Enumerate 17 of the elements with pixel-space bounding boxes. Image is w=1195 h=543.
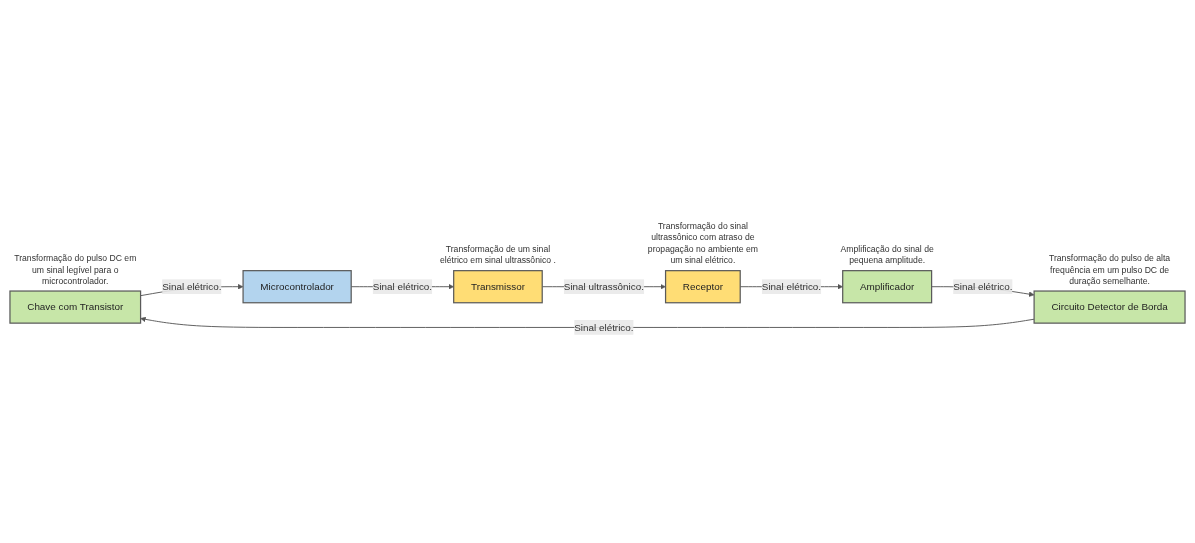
edge-label: Sinal elétrico. xyxy=(953,280,1013,292)
node-caption: Transformação de um sinal elétrico em sinal ultrassônico . xyxy=(439,242,557,266)
node-caption: Transformação do sinal ultrassônico com atraso de propagação no ambiente em um sinal elétrico. xyxy=(646,220,759,266)
edge-label: Sinal ultrassônico. xyxy=(563,280,644,292)
node-box: Chave com Transistor xyxy=(9,290,142,324)
node-caption: Transformação do pulso DC em um sinal legível para o microcontrolador. xyxy=(13,252,137,286)
node-box: Amplificador xyxy=(842,269,933,303)
edge-label: Sinal elétrico. xyxy=(574,321,634,332)
edge-label: Sinal elétrico. xyxy=(372,280,433,292)
edge-label: Sinal elétrico. xyxy=(162,280,222,292)
node-box: Transmissor xyxy=(453,269,543,303)
node-box: Circuito Detector de Borda xyxy=(1033,290,1186,324)
node-box: Receptor xyxy=(664,269,741,303)
edge-label: Sinal elétrico. xyxy=(761,280,822,292)
node-caption: Transformação do pulso de alta frequência em um pulso DC de duração semelhante. xyxy=(1047,252,1172,286)
node-box: Microcontrolador xyxy=(242,269,352,303)
node-caption: Amplificação do sinal de pequena amplitude. xyxy=(839,242,935,266)
